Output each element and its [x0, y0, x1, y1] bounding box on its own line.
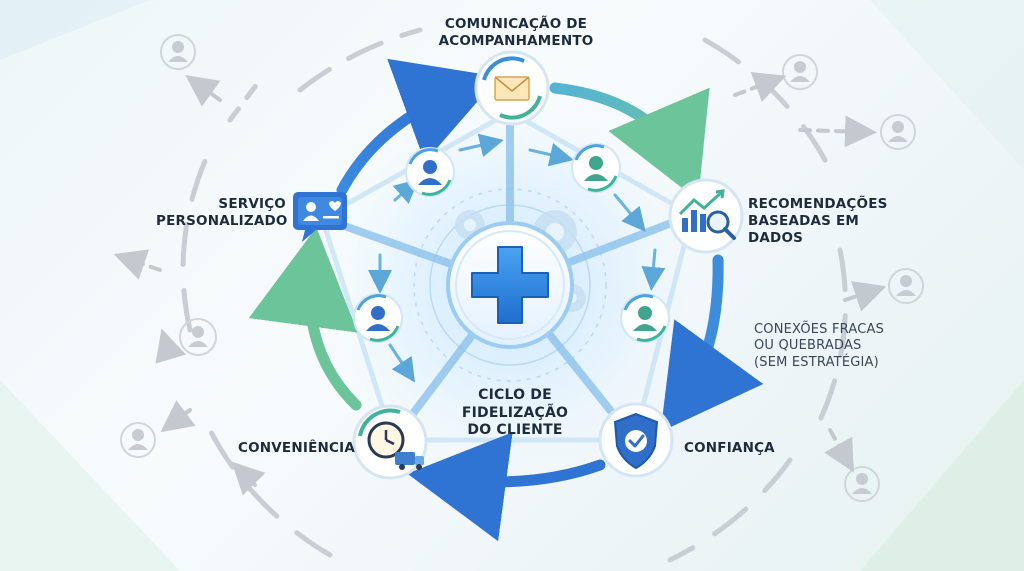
label-personalized-service: SERVIÇO PERSONALIZADO [156, 196, 288, 229]
inner-arrows [368, 133, 666, 383]
shield-check-icon [598, 402, 674, 478]
clock-delivery-icon [352, 404, 428, 480]
profile-chat-icon [293, 192, 347, 242]
faded-person-icon [179, 318, 217, 356]
envelope-cycle-icon [474, 50, 550, 126]
label-followup-communication: COMUNICAÇÃO DE ACOMPANHAMENTO [438, 16, 594, 49]
person-cycle-icon [405, 147, 455, 197]
faded-person-icon [782, 54, 818, 90]
label-convenience: CONVENIÊNCIA [238, 440, 355, 456]
arrow-right-to-bottom-right [660, 254, 764, 432]
broken-arrows [113, 72, 887, 496]
label-trust: CONFIANÇA [684, 440, 775, 456]
inner-person-icons [353, 143, 670, 343]
arrow-bottom-left-to-left [248, 227, 362, 411]
bg-panel [870, 0, 1024, 170]
label-data-recommendations: RECOMENDAÇÕES BASEADAS EM DADOS [748, 196, 888, 246]
label-weak-connections: CONEXÕES FRACAS OU QUEBRADAS (SEM ESTRAT… [754, 322, 885, 370]
label-loyalty-cycle: CICLO DE FIDELIZAÇÃO DO CLIENTE [461, 387, 569, 438]
arrow-left-to-top [336, 58, 500, 196]
weak-connections-ring [180, 27, 848, 563]
person-cycle-icon [620, 293, 670, 343]
faded-person-icon [888, 268, 924, 304]
cycle-arrows [248, 58, 764, 542]
medical-cross-icon [446, 221, 574, 349]
faded-person-icons [120, 34, 924, 502]
bg-panel [0, 0, 150, 60]
faded-person-icon [844, 466, 880, 502]
arrow-bottom-right-to-bottom-left [407, 432, 606, 542]
analytics-search-icon [668, 178, 744, 254]
person-cycle-icon [353, 293, 403, 343]
person-cycle-icon [571, 143, 621, 193]
faded-person-icon [120, 422, 156, 458]
bg-panel [0, 380, 180, 571]
arrow-top-to-right [549, 82, 710, 201]
bg-panel [860, 380, 1024, 571]
faded-person-icon [880, 114, 916, 150]
faded-person-icon [160, 34, 196, 70]
